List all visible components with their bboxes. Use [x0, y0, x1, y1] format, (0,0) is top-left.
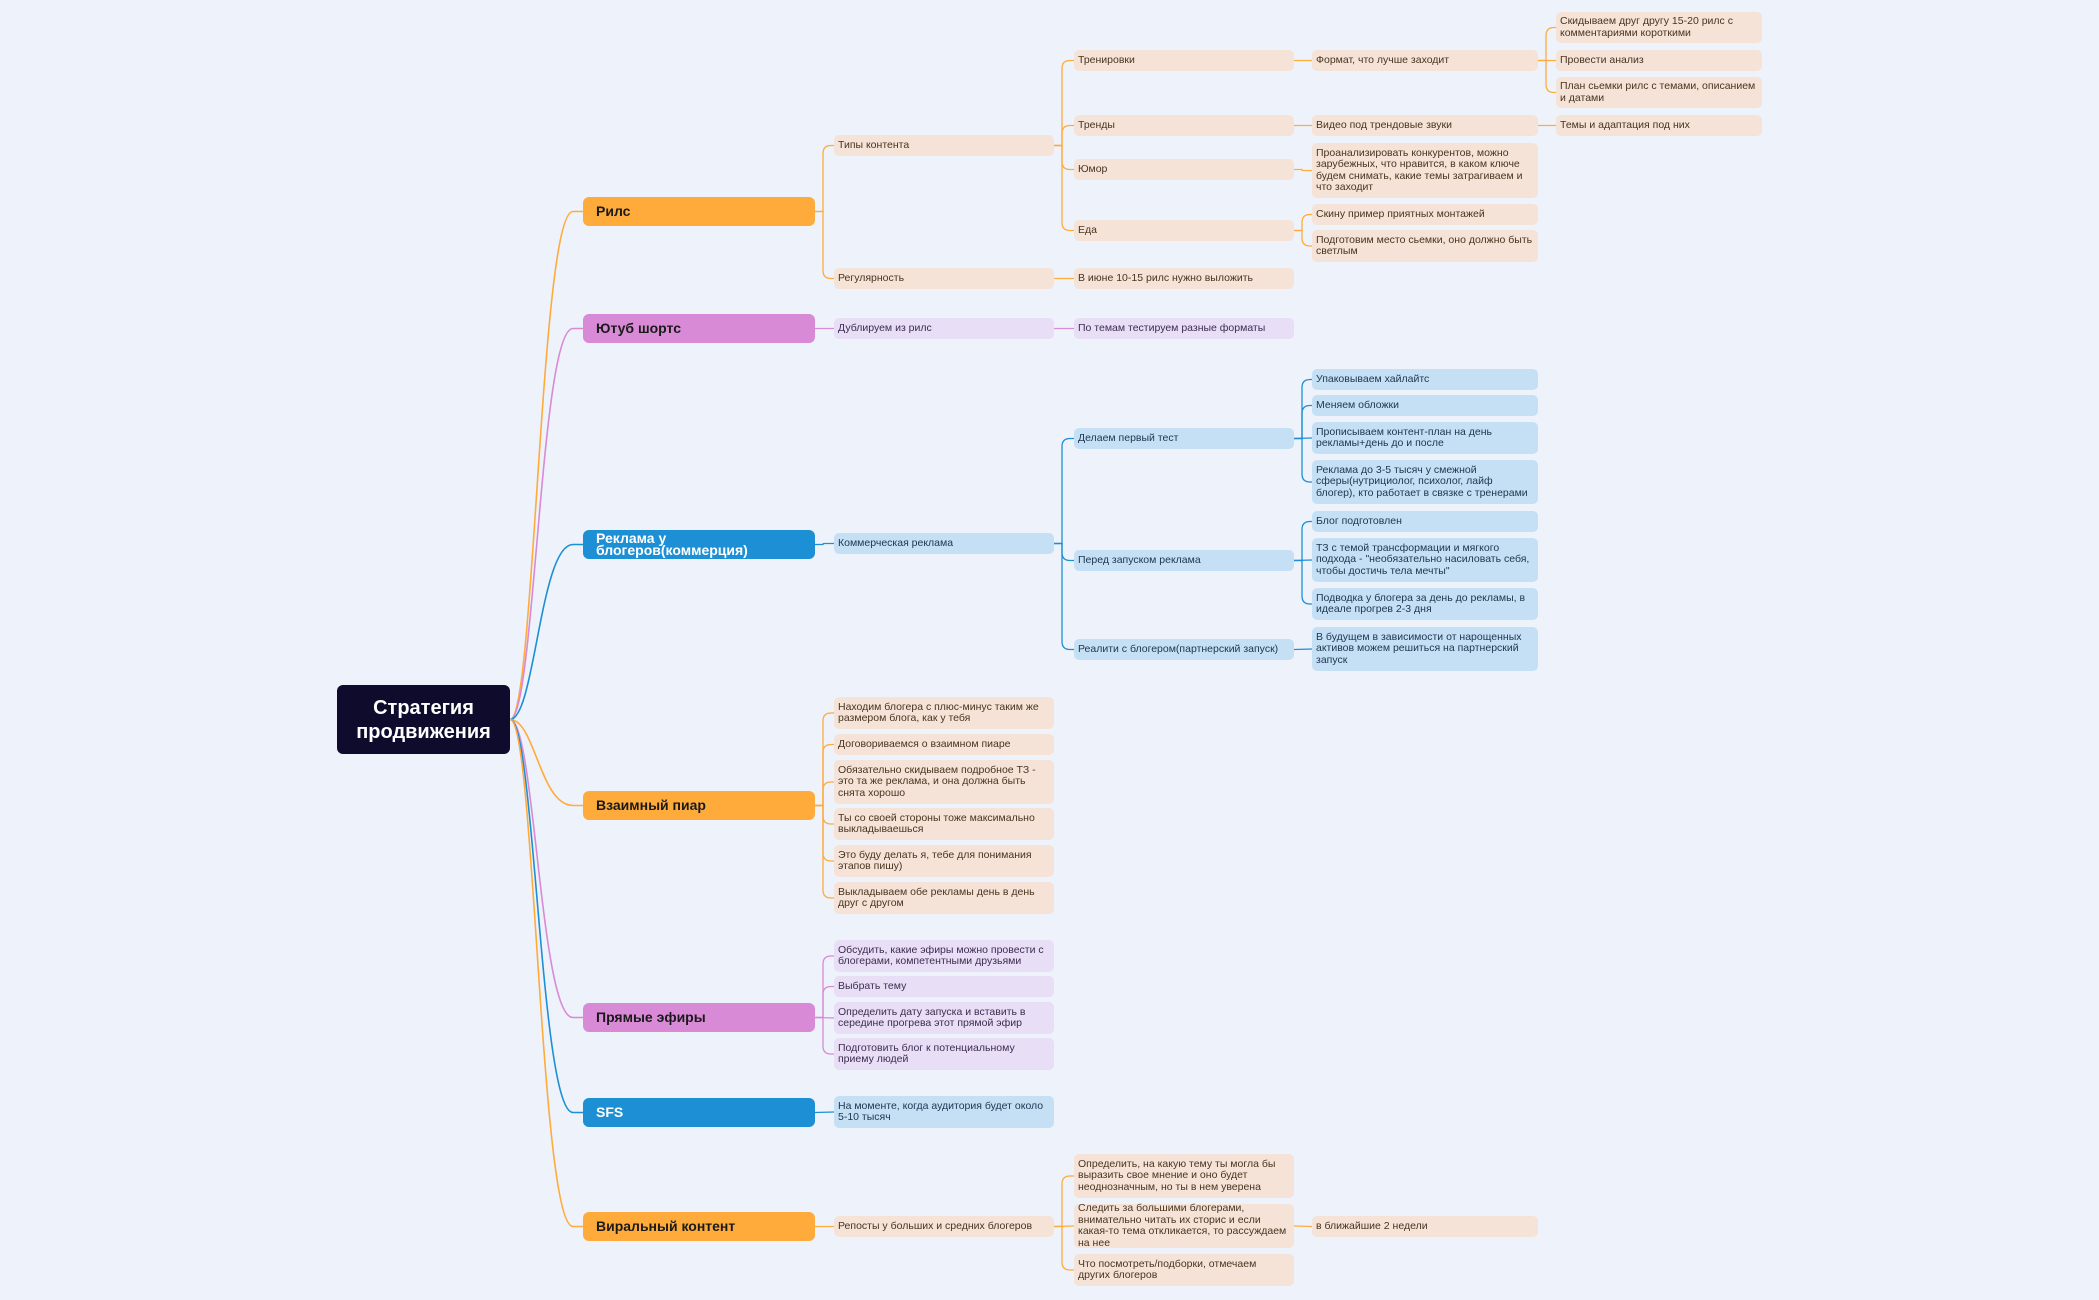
- connector-line: [1294, 559, 1312, 605]
- connector-line: [815, 542, 834, 546]
- root-connector-line: [509, 718, 583, 1114]
- node-blog-ready[interactable]: Блог подготовлен: [1312, 511, 1538, 532]
- node-content-types[interactable]: Типы контента: [834, 135, 1054, 156]
- root-connector-line: [509, 210, 583, 721]
- node-pack-highlights[interactable]: Упаковываем хайлайтс: [1312, 369, 1538, 390]
- connector-line: [815, 1016, 834, 1055]
- connector-line: [1054, 144, 1074, 171]
- node-tz-topic[interactable]: ТЗ с темой трансформации и мягкого подхо…: [1312, 538, 1538, 582]
- connector-line: [1538, 26, 1556, 62]
- connector-line: [815, 144, 834, 213]
- node-next-weeks[interactable]: в ближайшие 2 недели: [1312, 1216, 1538, 1237]
- node-analysis[interactable]: Провести анализ: [1556, 50, 1762, 71]
- root-connector-line: [509, 718, 583, 807]
- connector-line: [815, 210, 834, 280]
- node-before-launch[interactable]: Перед запуском реклама: [1074, 550, 1294, 571]
- node-future[interactable]: В будущем в зависимости от нарощенных ак…: [1312, 627, 1538, 671]
- connector-line: [815, 781, 834, 807]
- node-content-plan[interactable]: Прописываем контент-план на день рекламы…: [1312, 422, 1538, 454]
- branch-reels[interactable]: Рилс: [583, 197, 815, 226]
- node-first-test[interactable]: Делаем первый тест: [1074, 428, 1294, 449]
- node-reposts[interactable]: Репосты у больших и средних блогеров: [834, 1216, 1054, 1237]
- connector-line: [1294, 213, 1312, 232]
- node-commercial[interactable]: Коммерческая реклама: [834, 533, 1054, 554]
- node-format-best[interactable]: Формат, что лучше заходит: [1312, 50, 1538, 71]
- node-send-comments[interactable]: Скидываем друг другу 15-20 рилс с коммен…: [1556, 12, 1762, 43]
- node-ad-related[interactable]: Реклама до 3-5 тысяч у смежной сферы(нут…: [1312, 460, 1538, 504]
- connector-line: [1294, 404, 1312, 440]
- node-prepare-blog[interactable]: Подготовить блог к потенциальному приему…: [834, 1038, 1054, 1070]
- node-sfs-when[interactable]: На моменте, когда аудитория будет около …: [834, 1096, 1054, 1128]
- node-your-side[interactable]: Ты со своей стороны тоже максимально вык…: [834, 808, 1054, 840]
- branch-live-streams[interactable]: Прямые эфиры: [583, 1003, 815, 1032]
- node-analyze-competitors[interactable]: Проанализировать конкурентов, можно зару…: [1312, 143, 1538, 198]
- connector-line: [815, 955, 834, 1019]
- node-duplicate[interactable]: Дублируем из рилс: [834, 318, 1054, 339]
- connector-line: [1294, 378, 1312, 440]
- connector-line: [1294, 168, 1312, 172]
- node-test-formats[interactable]: По темам тестируем разные форматы: [1074, 318, 1294, 339]
- connector-line: [1054, 437, 1074, 545]
- branch-sfs[interactable]: SFS: [583, 1098, 815, 1127]
- root-connector-line: [509, 327, 583, 721]
- branch-viral-content[interactable]: Виральный контент: [583, 1212, 815, 1241]
- node-agree[interactable]: Договориваемся о взаимном пиаре: [834, 734, 1054, 755]
- node-choose-topic[interactable]: Выбрать тему: [834, 976, 1054, 997]
- node-reality[interactable]: Реалити с блогером(партнерский запуск): [1074, 639, 1294, 660]
- node-i-do[interactable]: Это буду делать я, тебе для понимания эт…: [834, 845, 1054, 877]
- node-trend-sounds[interactable]: Видео под трендовые звуки: [1312, 115, 1538, 136]
- connector-line: [1294, 229, 1312, 247]
- connector-line: [815, 712, 834, 807]
- root-connector-line: [509, 718, 583, 1019]
- connector-line: [1538, 59, 1556, 94]
- node-follow-bloggers[interactable]: Следить за большими блогерами, вниматель…: [1074, 1202, 1294, 1248]
- root-node[interactable]: Стратегия продвижения: [337, 685, 510, 754]
- connector-line: [1054, 124, 1074, 147]
- node-prepare-place[interactable]: Подготовим место сьемки, оно должно быть…: [1312, 230, 1538, 262]
- connector-line: [815, 743, 834, 807]
- connector-line: [815, 804, 834, 862]
- connector-line: [1293, 648, 1313, 651]
- connector-line: [815, 985, 834, 1019]
- node-june-count[interactable]: В июне 10-15 рилс нужно выложить: [1074, 268, 1294, 289]
- root-connector-line: [509, 718, 583, 1228]
- node-discuss[interactable]: Обсудить, какие эфиры можно провести с б…: [834, 940, 1054, 972]
- connector-line: [1054, 1175, 1074, 1228]
- connector-line: [1294, 520, 1312, 562]
- connector-line: [1054, 59, 1074, 147]
- node-humor[interactable]: Юмор: [1074, 159, 1294, 180]
- node-lead-in[interactable]: Подводка у блогера за день до рекламы, в…: [1312, 588, 1538, 620]
- node-what-to-watch[interactable]: Что посмотреть/подборки, отмечаем других…: [1074, 1254, 1294, 1286]
- connector-line: [1054, 542, 1074, 651]
- branch-blogger-ads[interactable]: Реклама у блогеров(коммерция): [583, 530, 815, 559]
- connector-line: [815, 804, 834, 899]
- branch-mutual-pr[interactable]: Взаимный пиар: [583, 791, 815, 820]
- root-connector-line: [509, 543, 583, 721]
- node-training[interactable]: Тренировки: [1074, 50, 1294, 71]
- node-define-topic[interactable]: Определить, на какую тему ты могла бы вы…: [1074, 1154, 1294, 1198]
- node-change-covers[interactable]: Меняем обложки: [1312, 395, 1538, 416]
- node-trends[interactable]: Тренды: [1074, 115, 1294, 136]
- node-set-date[interactable]: Определить дату запуска и вставить в сер…: [834, 1002, 1054, 1034]
- connector-line: [815, 804, 834, 825]
- node-montage-example[interactable]: Скину пример приятных монтажей: [1312, 204, 1538, 225]
- node-food[interactable]: Еда: [1074, 220, 1294, 241]
- connector-line: [1054, 1225, 1074, 1271]
- connector-line: [1054, 542, 1074, 562]
- node-regularity[interactable]: Регулярность: [834, 268, 1054, 289]
- connector-line: [1054, 144, 1074, 232]
- node-send-tz[interactable]: Обязательно скидываем подробное ТЗ - это…: [834, 760, 1054, 804]
- connector-line: [1294, 437, 1312, 483]
- node-find-blogger[interactable]: Находим блогера с плюс-минус таким же ра…: [834, 697, 1054, 729]
- node-topics-adapt[interactable]: Темы и адаптация под них: [1556, 115, 1762, 136]
- node-post-both[interactable]: Выкладываем обе рекламы день в день друг…: [834, 882, 1054, 914]
- connector-line: [814, 1111, 835, 1114]
- node-shooting-plan[interactable]: План сьемки рилс с темами, описанием и д…: [1556, 77, 1762, 108]
- connector-line: [1293, 1225, 1313, 1228]
- branch-youtube-shorts[interactable]: Ютуб шортс: [583, 314, 815, 343]
